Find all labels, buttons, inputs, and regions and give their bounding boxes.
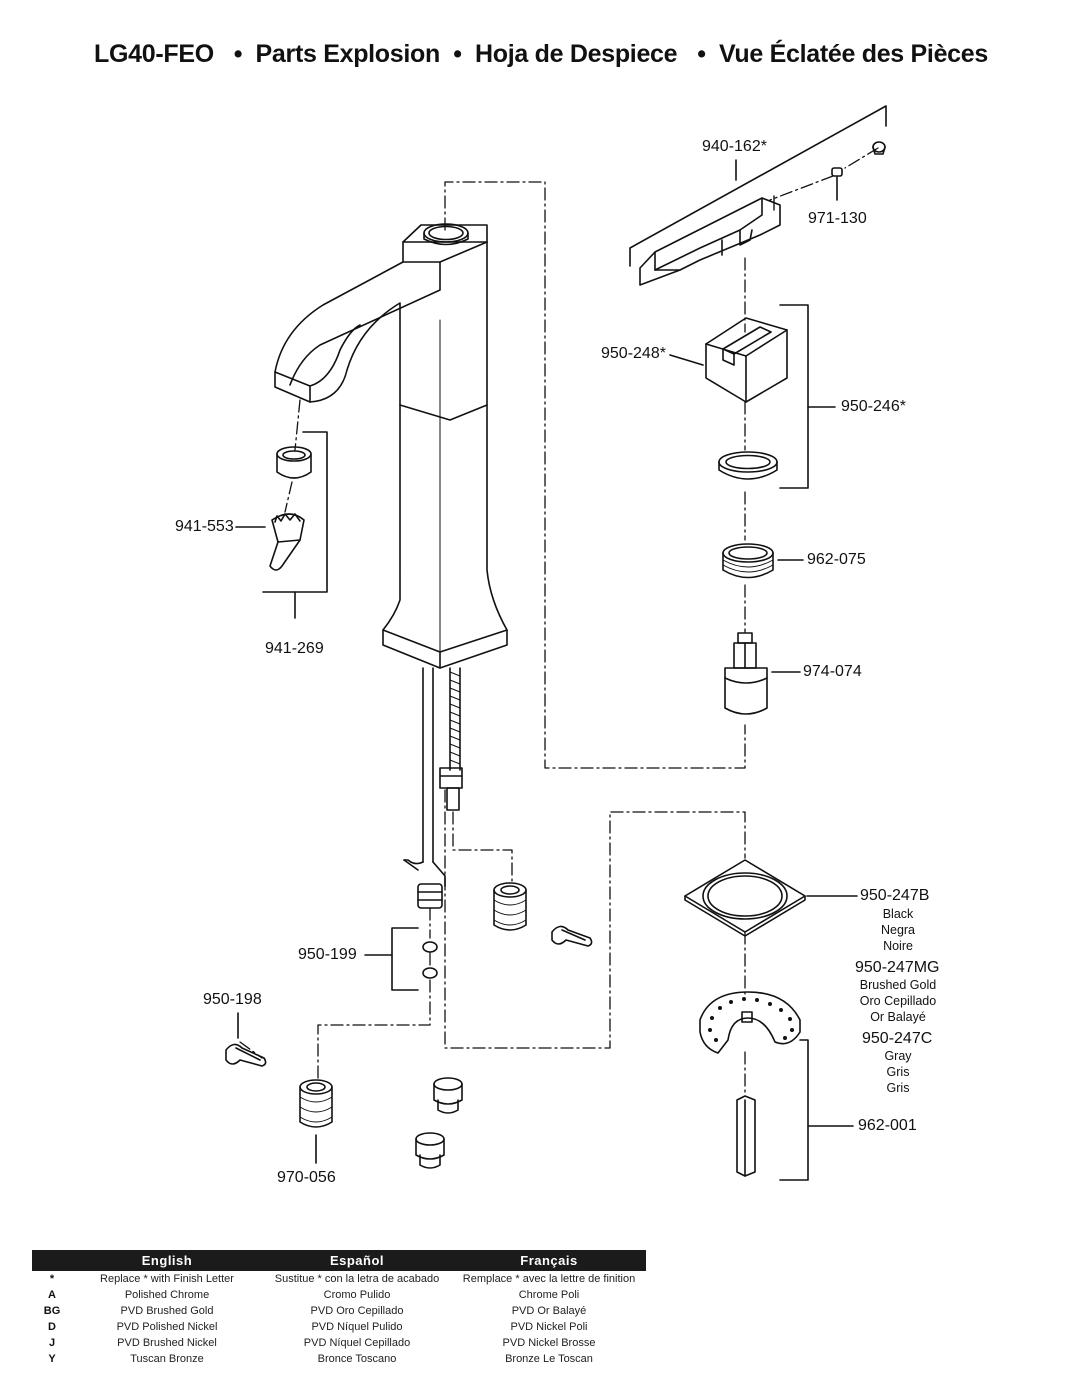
bonnet-nut <box>722 543 804 579</box>
finish-spanish: PVD Oro Cepillado <box>310 1305 404 1317</box>
finish-english: PVD Brushed Gold <box>120 1305 214 1317</box>
finish-english: Tuscan Bronze <box>130 1353 204 1365</box>
table-row: J PVD Brushed Nickel PVD Níquel Cepillad… <box>32 1335 646 1351</box>
title-separator: • <box>697 40 706 68</box>
part-label-974-074: 974-074 <box>803 663 862 680</box>
finish-code: * <box>49 1273 55 1285</box>
finish-french: PVD Nickel Poli <box>510 1321 588 1333</box>
finish-code: BG <box>43 1305 61 1317</box>
finish-table-header: English Español Français <box>32 1250 646 1271</box>
color-black-fr: Noire <box>883 939 913 953</box>
title-separator: • <box>453 40 462 68</box>
finish-code: Y <box>48 1353 56 1365</box>
color-gold-en: Brushed Gold <box>859 978 937 992</box>
parts-explosion-diagram <box>225 105 887 1181</box>
table-row: * Replace * with Finish Letter Sustitue … <box>32 1271 646 1287</box>
finish-spanish: Bronce Toscano <box>317 1353 397 1365</box>
finish-code-table: English Español Français * Replace * wit… <box>32 1250 646 1367</box>
finish-english: Polished Chrome <box>124 1289 210 1301</box>
finish-french: PVD Nickel Brosse <box>502 1337 596 1349</box>
header-spanish: Español <box>262 1250 452 1271</box>
supply-hoses <box>403 667 463 909</box>
part-label-962-001: 962-001 <box>858 1117 917 1134</box>
header-code <box>32 1250 72 1271</box>
title-separator: • <box>233 40 243 68</box>
hose-fitting-right <box>493 882 593 947</box>
page-title: LG40-FEO • Parts Explosion • Hoja de Des… <box>0 40 1082 69</box>
handle-adapter <box>669 304 836 489</box>
finish-code: J <box>48 1337 56 1349</box>
handle-lever <box>629 105 887 286</box>
mounting-washer <box>699 991 801 1054</box>
finish-spanish: Sustitue * con la letra de acabado <box>274 1273 440 1285</box>
finish-spanish: Cromo Pulido <box>323 1289 391 1301</box>
color-gold-es: Oro Cepillado <box>859 994 937 1008</box>
part-label-971-130: 971-130 <box>808 210 867 227</box>
finish-french: PVD Or Balayé <box>511 1305 587 1317</box>
aerator-assembly <box>235 431 328 619</box>
finish-french: Bronze Le Toscan <box>505 1353 593 1365</box>
part-label-950-248: 950-248* <box>601 345 666 362</box>
part-label-962-075: 962-075 <box>807 551 866 568</box>
header-french: Français <box>452 1250 646 1271</box>
color-gray-es: Gris <box>886 1065 910 1079</box>
spare-nuts <box>415 1077 463 1169</box>
finish-french: Remplace * avec la lettre de finition <box>462 1273 636 1285</box>
color-gold-fr: Or Balayé <box>870 1010 926 1024</box>
table-row: BG PVD Brushed Gold PVD Oro Cepillado PV… <box>32 1303 646 1319</box>
header-english: English <box>72 1250 262 1271</box>
finish-english: Replace * with Finish Letter <box>100 1273 234 1285</box>
color-gray-en: Gray <box>884 1049 912 1063</box>
base-plate <box>684 859 858 937</box>
part-label-950-246: 950-246* <box>841 398 906 415</box>
valve-cartridge <box>724 632 801 715</box>
color-black-es: Negra <box>880 923 916 937</box>
o-rings <box>364 927 438 991</box>
model-number: LG40-FEO <box>94 40 214 68</box>
part-label-950-247C: 950-247C <box>862 1030 933 1047</box>
finish-english: PVD Polished Nickel <box>116 1321 218 1333</box>
title-english: Parts Explosion <box>255 40 441 68</box>
part-label-950-199: 950-199 <box>298 946 357 963</box>
finish-code: D <box>48 1321 56 1333</box>
table-row: Y Tuscan Bronze Bronce Toscano Bronze Le… <box>32 1351 646 1367</box>
part-label-940-162: 940-162* <box>702 138 767 155</box>
color-black-en: Black <box>882 907 914 921</box>
title-french: Vue Éclatée des Pièces <box>718 40 988 68</box>
table-row: A Polished Chrome Cromo Pulido Chrome Po… <box>32 1287 646 1303</box>
faucet-body <box>274 223 508 669</box>
hose-fitting-left <box>225 1012 333 1164</box>
part-label-950-198: 950-198 <box>203 991 262 1008</box>
finish-english: PVD Brushed Nickel <box>117 1337 217 1349</box>
finish-spanish: PVD Níquel Cepillado <box>303 1337 411 1349</box>
part-label-950-247MG: 950-247MG <box>855 959 940 976</box>
color-gray-fr: Gris <box>886 1081 910 1095</box>
part-label-970-056: 970-056 <box>277 1169 336 1186</box>
finish-spanish: PVD Níquel Pulido <box>311 1321 403 1333</box>
mounting-rod <box>736 1039 854 1181</box>
table-row: D PVD Polished Nickel PVD Níquel Pulido … <box>32 1319 646 1335</box>
part-label-950-247B: 950-247B <box>860 887 930 904</box>
finish-code: A <box>48 1289 56 1301</box>
part-label-941-269: 941-269 <box>265 640 324 657</box>
title-spanish: Hoja de Despiece <box>475 40 678 68</box>
part-label-941-553: 941-553 <box>175 518 234 535</box>
assembly-guide-lines <box>239 147 879 1096</box>
finish-french: Chrome Poli <box>518 1289 580 1301</box>
